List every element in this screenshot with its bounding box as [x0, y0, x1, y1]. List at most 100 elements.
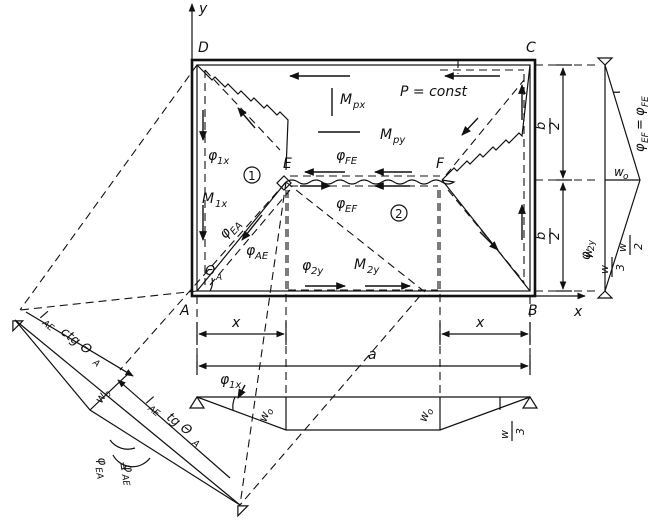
svg-text:b: b [534, 122, 549, 130]
svg-text:=: = [633, 119, 648, 130]
svg-text:w: w [614, 165, 624, 179]
svg-text:o: o [103, 389, 115, 399]
point-label-d: D [198, 40, 209, 56]
dimension-b-half-bottom: b 2 [534, 182, 572, 292]
svg-text:φ: φ [220, 372, 230, 388]
svg-text:w: w [598, 265, 611, 274]
svg-text:px: px [352, 100, 365, 111]
point-label-e: E [283, 156, 292, 172]
y-axis: y [188, 1, 208, 60]
rotation-label-2y: φ 2y [302, 258, 324, 277]
svg-text:M: M [340, 92, 352, 108]
svg-text:AE: AE [254, 251, 269, 262]
rotation-label-ea-diagonal: φ EA [93, 456, 111, 480]
rotation-label-ae-diagonal: φ AE [119, 463, 137, 488]
point-label-f: F [436, 156, 445, 172]
svg-text:FE: FE [345, 156, 358, 167]
svg-text:o: o [425, 407, 436, 416]
plate-outline [190, 58, 537, 298]
svg-text:o: o [623, 172, 629, 182]
deflection-label-right: w o [416, 407, 437, 423]
svg-text:A: A [90, 357, 102, 369]
y-axis-label: y [198, 1, 208, 17]
deflection-label-left: w o [256, 407, 277, 423]
svg-text:φ: φ [121, 463, 136, 473]
svg-text:EF: EF [345, 204, 357, 215]
diagonal-ctg-label: l AE ctg Θ A [37, 309, 102, 370]
dimension-x-left-label: x [231, 315, 241, 331]
svg-text:1: 1 [248, 169, 256, 183]
svg-text:1x: 1x [215, 199, 227, 210]
point-label-c: C [526, 40, 536, 56]
svg-text:φ: φ [336, 196, 346, 212]
svg-text:M: M [354, 257, 366, 273]
rotation-label-2y-right: φ 2y [579, 239, 597, 260]
dimension-a: a [196, 347, 531, 375]
diagonal-deflection-section: l AE ctg Θ A l AE tg Θ A w o φ EA = φ AE [12, 309, 250, 518]
svg-text:w: w [416, 409, 433, 423]
region-1: 1 [243, 166, 261, 184]
svg-text:w: w [582, 249, 595, 258]
svg-text:M: M [380, 127, 392, 143]
moment-label-m2y: M 2y [354, 257, 380, 276]
deflection-half-label-b: w [582, 249, 595, 258]
bottom-deflection-section: φ 1x w o w o w 3 [188, 372, 539, 441]
deflection-third-label-right: w 3 [598, 257, 627, 277]
svg-text:A: A [189, 438, 201, 450]
angle-theta-a: Θ A [205, 264, 222, 292]
deflection-third-label: w 3 [498, 421, 527, 441]
rotation-label-ea: φ EA [216, 220, 245, 242]
point-label-a: A [179, 303, 190, 319]
dimension-a-label: a [368, 347, 377, 363]
load-label: P = const [400, 84, 468, 100]
svg-text:3: 3 [614, 264, 627, 271]
svg-text:o: o [265, 407, 276, 416]
x-axis-label: x [573, 304, 583, 320]
svg-text:φ: φ [633, 107, 648, 116]
svg-text:φ: φ [208, 148, 218, 164]
svg-text:2: 2 [548, 232, 563, 240]
rotation-label-1x: φ 1x [208, 148, 229, 167]
dimension-x-left: x [196, 315, 287, 345]
point-label-b: B [528, 303, 538, 319]
moment-arrows [199, 72, 526, 290]
svg-text:2y: 2y [367, 265, 380, 276]
region-2: 2 [390, 204, 408, 222]
svg-text:φ: φ [95, 456, 110, 466]
svg-text:w: w [498, 430, 511, 439]
svg-text:A: A [215, 273, 222, 283]
moment-label-mpy: M py [380, 127, 406, 146]
svg-text:2y: 2y [311, 266, 324, 277]
svg-text:φ: φ [302, 258, 312, 274]
svg-text:w: w [616, 243, 629, 252]
svg-text:1x: 1x [217, 156, 229, 167]
svg-text:φ: φ [579, 251, 594, 260]
rotation-label-fe-right: φ EF = φ FE [633, 96, 650, 152]
svg-text:φ: φ [633, 143, 648, 152]
svg-text:EF: EF [641, 131, 650, 143]
svg-text:AE: AE [119, 473, 131, 488]
x-axis: x [535, 292, 586, 320]
construction-lines [19, 60, 600, 506]
svg-text:FE: FE [641, 96, 650, 107]
right-deflection-section: φ EF = φ FE w o w 2 w 3 φ 2y [579, 57, 650, 299]
svg-text:2: 2 [395, 207, 403, 221]
svg-text:2: 2 [548, 122, 563, 130]
svg-text:1x: 1x [229, 380, 241, 391]
svg-text:Θ: Θ [205, 264, 215, 279]
moment-label-mpx: M px [340, 92, 365, 111]
rotation-label-1x-bottom: φ 1x [220, 372, 241, 391]
right-angle-marker [276, 175, 292, 191]
dimension-b-half-top: b 2 [534, 64, 572, 181]
svg-text:EA: EA [93, 467, 105, 480]
svg-text:b: b [534, 232, 549, 240]
svg-text:φ: φ [246, 243, 256, 259]
moment-label-m1x: M 1x [202, 191, 227, 210]
svg-text:w: w [256, 409, 273, 423]
dimension-x-right: x [439, 315, 531, 345]
svg-text:2: 2 [632, 243, 645, 250]
svg-text:M: M [202, 191, 214, 207]
deflection-label-right-section: w o [614, 165, 629, 182]
svg-text:2y: 2y [587, 239, 597, 251]
